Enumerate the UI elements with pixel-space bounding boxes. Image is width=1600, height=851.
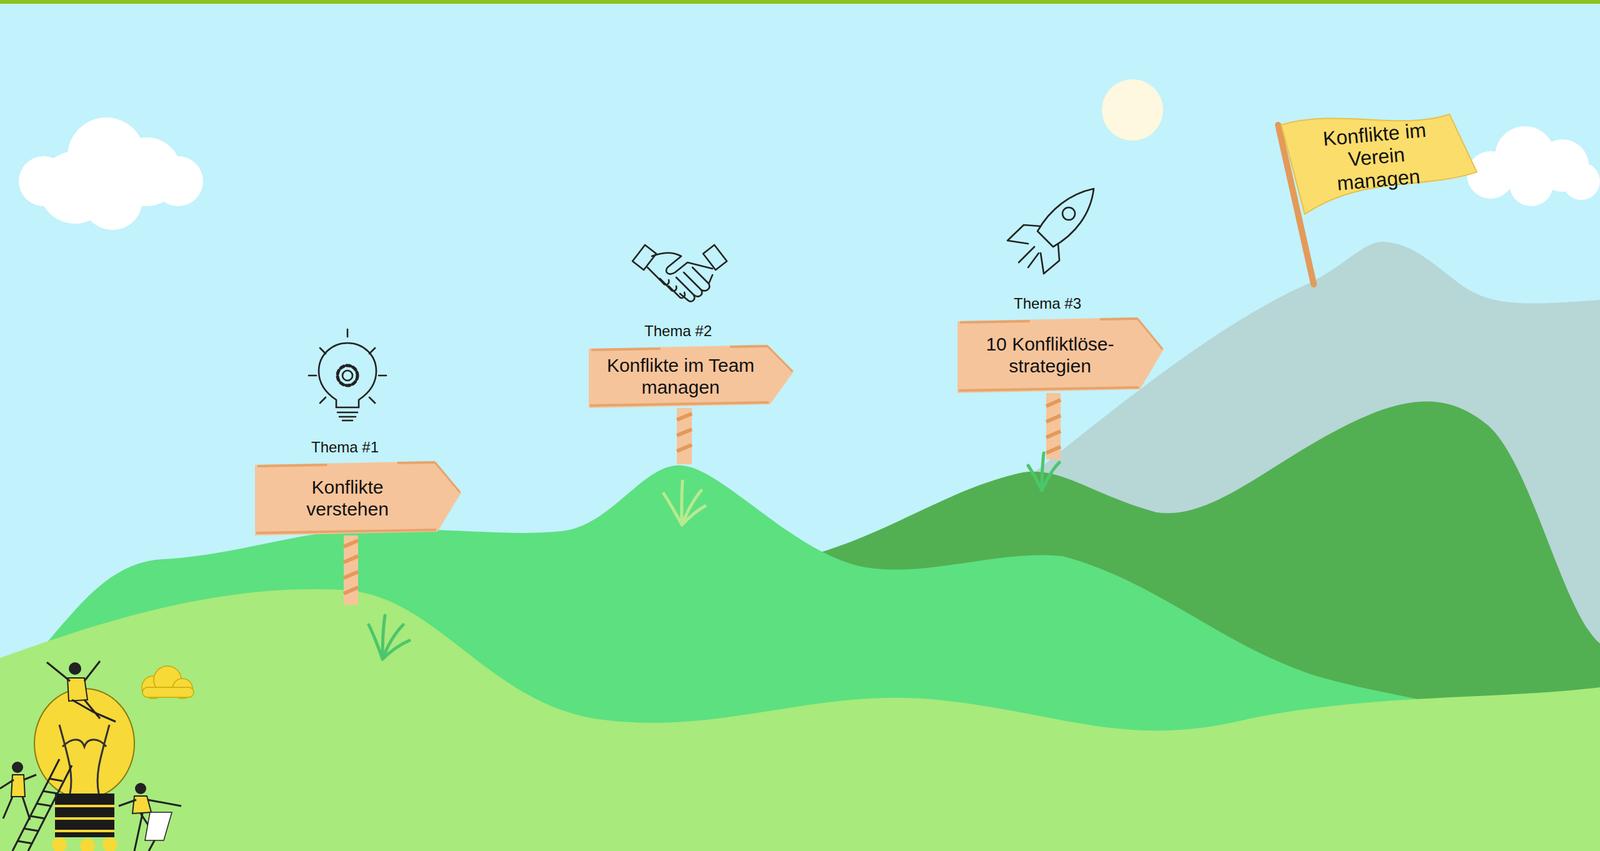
topic-number: Thema #1 bbox=[255, 438, 435, 457]
plank-body bbox=[255, 461, 462, 536]
sign-post bbox=[676, 408, 692, 465]
small-yellow-cloud bbox=[141, 666, 194, 699]
lightbulb-gear-icon-part bbox=[308, 375, 317, 377]
lightbulb-people-illustration-part bbox=[11, 761, 24, 774]
rocket-icon-part bbox=[1018, 246, 1039, 268]
sign-post bbox=[343, 535, 359, 605]
lightbulb-gear-icon-part bbox=[337, 411, 358, 414]
lightbulb-people-illustration-part bbox=[0, 775, 37, 820]
lightbulb-people-illustration-part bbox=[132, 796, 152, 814]
topic-title: Konflikte im Team managen bbox=[590, 345, 772, 409]
cloud bbox=[1466, 126, 1600, 207]
rocket-icon-part bbox=[1037, 188, 1094, 247]
lightbulb-people-illustration-part bbox=[51, 837, 67, 851]
plank-body bbox=[957, 317, 1164, 394]
sign-post-part bbox=[676, 413, 692, 452]
plank-edge bbox=[256, 462, 437, 534]
sign-post bbox=[1046, 393, 1061, 460]
rocket-icon-part bbox=[1040, 243, 1060, 274]
lightbulb-people-illustration-part bbox=[145, 812, 172, 841]
lightbulb-people-illustration-part bbox=[46, 661, 116, 722]
grass-tuft-part bbox=[1028, 453, 1060, 491]
plank-body bbox=[588, 345, 794, 409]
cloud-part bbox=[1509, 162, 1554, 207]
grass-tuft-part bbox=[368, 615, 410, 660]
lightbulb-people-illustration-part bbox=[11, 775, 25, 797]
cloud-part bbox=[82, 170, 143, 230]
topic-title: 10 Konfliktlöse- strategien bbox=[959, 317, 1141, 394]
lightbulb-gear-icon-part bbox=[369, 397, 375, 404]
handshake-icon-part bbox=[683, 267, 713, 297]
lightbulb-people-illustration-part bbox=[68, 662, 82, 675]
small-yellow-cloud-part bbox=[142, 687, 194, 698]
signpost-board: Thema #2Konflikte im Team managen bbox=[588, 345, 794, 409]
lightbulb-people-illustration-part bbox=[34, 688, 135, 799]
sign-post-part bbox=[676, 408, 692, 465]
lightbulb-people-illustration-part bbox=[67, 678, 88, 702]
handshake-icon-part bbox=[703, 245, 727, 270]
handshake-icon-part bbox=[647, 267, 695, 302]
cloud-part bbox=[153, 156, 204, 207]
handshake-icon-part bbox=[651, 253, 713, 275]
handshake-icon bbox=[632, 245, 727, 302]
rocket-icon bbox=[1007, 188, 1094, 274]
plank-edge bbox=[958, 318, 1139, 391]
lightbulb-people-illustration-part bbox=[59, 725, 110, 794]
topic-number: Thema #2 bbox=[588, 322, 768, 340]
sign-post-part bbox=[343, 540, 359, 594]
lightbulb-gear-icon-part bbox=[342, 370, 353, 381]
goal-label: Konflikte im Verein managen bbox=[1308, 108, 1444, 206]
signpost-board: Thema #1Konflikte verstehen bbox=[255, 461, 462, 536]
lightbulb-people-illustration-part bbox=[118, 800, 182, 851]
sign-post-part bbox=[343, 535, 359, 605]
plank-edge bbox=[1137, 318, 1163, 350]
lightbulb-people-illustration-part bbox=[55, 793, 115, 838]
lightbulb-people-illustration-part bbox=[62, 740, 107, 747]
top-border bbox=[0, 0, 1600, 4]
lightbulb-gear-icon-part bbox=[369, 348, 375, 354]
lightbulb-people-illustration-part bbox=[135, 783, 147, 795]
rocket-icon-part bbox=[1007, 225, 1041, 244]
handshake-icon-part bbox=[632, 245, 657, 270]
lightbulb-people-illustration-part bbox=[12, 759, 72, 851]
lightbulb-gear-icon-part bbox=[342, 420, 353, 422]
lightbulb-gear-icon-part bbox=[320, 348, 326, 354]
lightbulb-gear-icon-part bbox=[346, 329, 349, 337]
signpost-board: Thema #310 Konfliktlöse- strategien bbox=[957, 317, 1164, 394]
lightbulb-gear-icon-part bbox=[378, 375, 387, 377]
goal-flag: Konflikte im Verein managen bbox=[1281, 114, 1477, 220]
grass-tuft-part bbox=[663, 481, 705, 525]
sign-post-part bbox=[1046, 393, 1061, 460]
topic-number: Thema #3 bbox=[957, 295, 1138, 313]
rocket-icon-part bbox=[1062, 207, 1075, 220]
lightbulb-gear-icon bbox=[308, 329, 387, 421]
cloud bbox=[18, 117, 204, 230]
light-green-hill bbox=[0, 589, 1600, 851]
cloud-part bbox=[1562, 162, 1600, 200]
topic-title: Konflikte verstehen bbox=[272, 461, 423, 536]
lightbulb-gear-icon-part bbox=[320, 397, 326, 404]
lightbulb-gear-icon-part bbox=[337, 365, 358, 386]
lightbulb-people-illustration-part bbox=[55, 806, 115, 832]
sun bbox=[1101, 79, 1164, 141]
lightbulb-gear-icon-part bbox=[318, 343, 377, 408]
sign-post-part bbox=[1046, 400, 1061, 454]
grass-tuft bbox=[368, 453, 1060, 660]
plank-edge bbox=[767, 346, 793, 372]
plank-edge bbox=[435, 462, 460, 493]
lightbulb-gear-icon-part bbox=[339, 416, 356, 419]
lightbulb-people-illustration-part bbox=[80, 838, 95, 851]
lightbulb-people-illustration-part bbox=[102, 837, 118, 851]
lightbulb-people-illustration bbox=[0, 661, 182, 851]
